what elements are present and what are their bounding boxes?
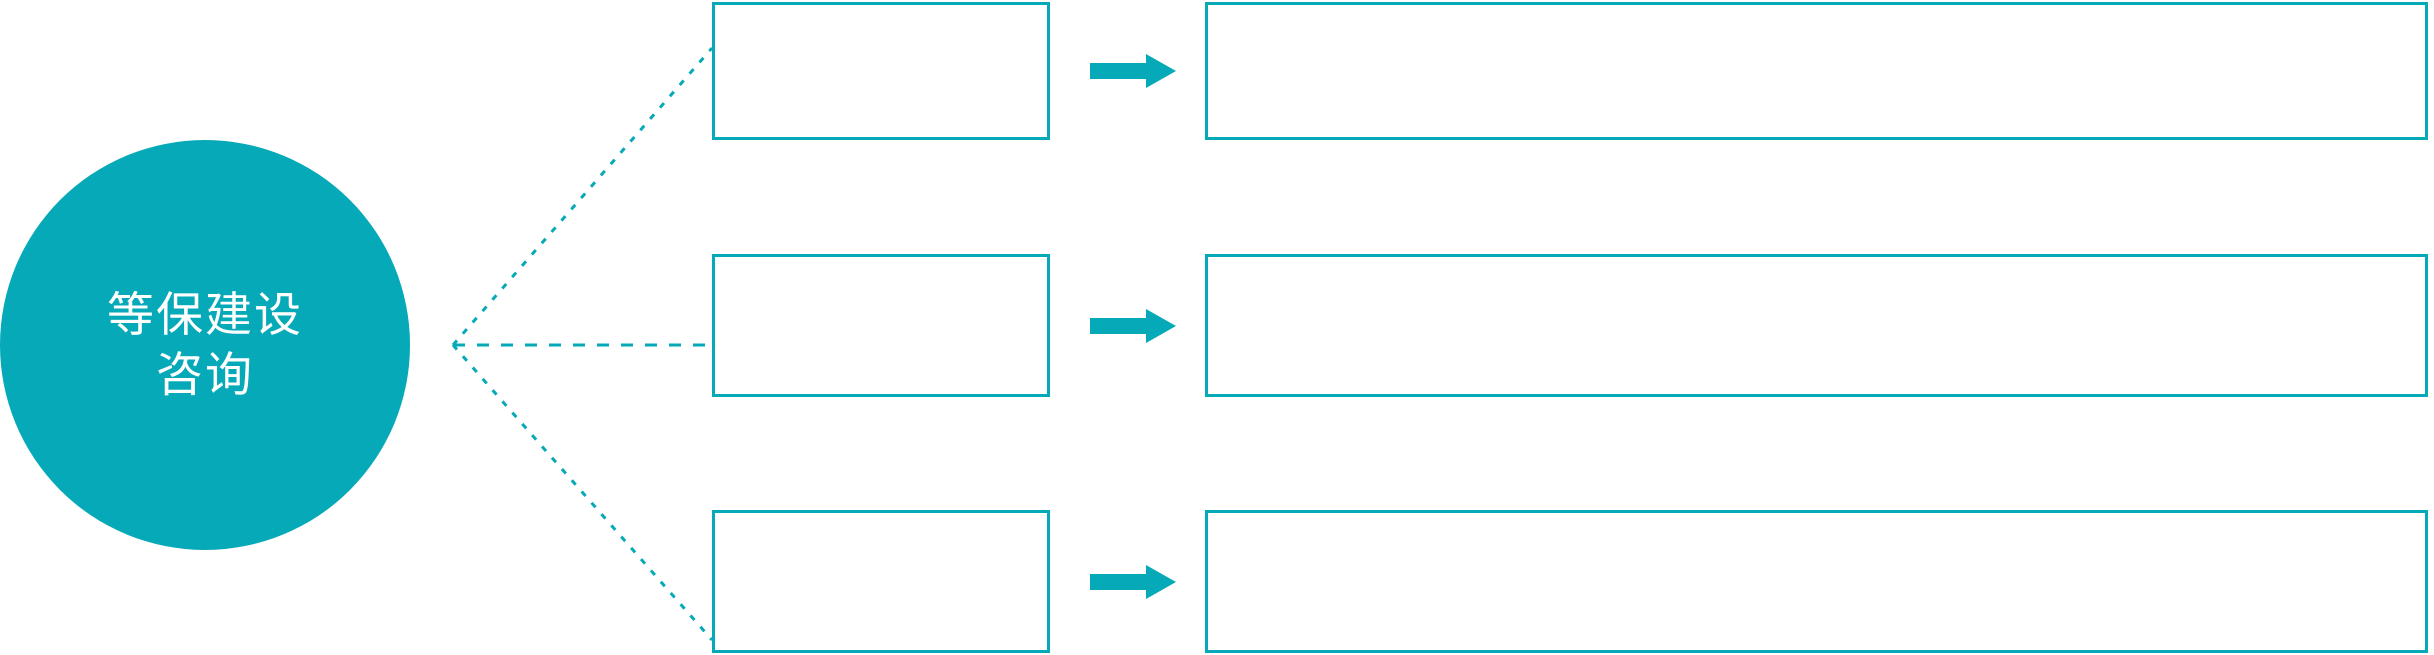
hub-circle[interactable]: 等保建设 咨询 (0, 140, 410, 550)
stage-box-1[interactable] (712, 2, 1050, 140)
stage-box-2[interactable] (712, 254, 1050, 397)
right-arrow-icon-2 (1090, 308, 1176, 343)
detail-box-3[interactable] (1205, 510, 2428, 653)
stage-box-3[interactable] (712, 510, 1050, 653)
right-arrow-icon-1 (1090, 54, 1176, 88)
detail-box-1[interactable] (1205, 2, 2428, 140)
right-arrow-icon-3 (1090, 564, 1176, 599)
connector-branch-1 (451, 47, 714, 346)
detail-box-2[interactable] (1205, 254, 2428, 397)
connector-branch-3 (451, 344, 714, 641)
hub-label: 等保建设 咨询 (107, 287, 303, 401)
